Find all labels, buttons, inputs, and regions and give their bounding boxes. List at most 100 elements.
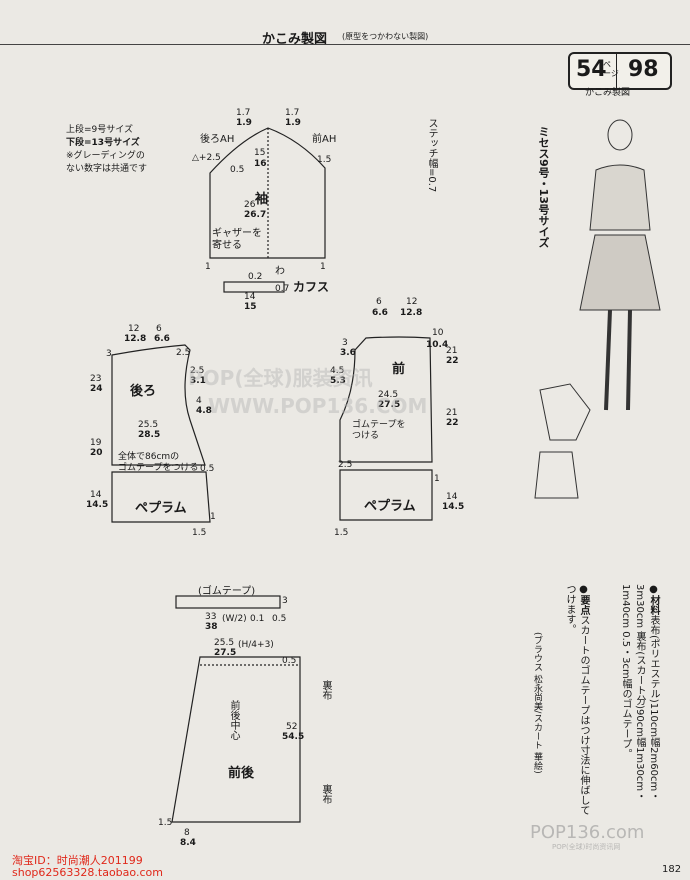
sleeve-label: 袖: [255, 192, 269, 207]
back-dim: 4.8: [196, 406, 212, 416]
back-dim: 28.5: [138, 430, 161, 440]
back-dim: 3.1: [190, 376, 206, 386]
front-dim: 14.5: [442, 502, 465, 512]
sleeve-dim: 16: [254, 159, 267, 169]
materials-block: ●材料表布(ポリエステル)110cm幅2m60cm・3m30cm 裏布(スカート…: [618, 584, 660, 820]
skirt-dim: 0.5: [272, 614, 287, 624]
skirt-label: 前後: [228, 766, 255, 781]
elastic-strip-outline: [175, 595, 281, 609]
front-dim: 22: [446, 418, 459, 428]
sleeve-dim: 15: [254, 148, 266, 158]
back-dim: 14.5: [86, 500, 109, 510]
size-note: ミセス9号・13号サイズ: [537, 126, 550, 248]
cuff-dim: 0.7: [275, 284, 290, 294]
flat-skirt: [534, 451, 579, 499]
front-dim: 3.6: [340, 348, 356, 358]
back-dim: 0.5: [200, 464, 215, 474]
badge-left-number: 54: [576, 57, 607, 82]
materials-text: 表布(ポリエステル)110cm幅2m60cm・3m30cm 裏布(スカート分)9…: [620, 584, 659, 802]
cuff-outline: [223, 281, 285, 293]
back-peplum-outline: [111, 471, 211, 523]
header-rule: [0, 44, 690, 45]
back-dim: 2.5: [176, 348, 191, 358]
front-bodice-label: 前: [392, 362, 406, 377]
skirt-dim: (W/2): [222, 614, 247, 624]
sleeve-dim: 1.9: [236, 118, 252, 128]
stitch-note: ステッチ幅=0.7: [426, 118, 437, 193]
back-dim: 6.6: [154, 334, 170, 344]
watermark-corner: POP136.com: [530, 822, 645, 843]
sleeve-dim: 1: [320, 262, 326, 272]
front-dim: 2.5: [338, 460, 353, 470]
shop-url: shop62563328.taobao.com: [12, 866, 163, 879]
front-dim: 24.5: [378, 390, 399, 400]
skirt-lining-label-1: 裏布: [320, 680, 331, 700]
back-dim: 25.5: [138, 420, 159, 430]
front-peplum-outline: [339, 469, 433, 521]
sleeve-dim: 1: [205, 262, 211, 272]
watermark-text: POP(全球)服装资讯: [188, 366, 373, 390]
front-dim: 10.4: [426, 340, 449, 350]
back-peplum-label: ペプラム: [135, 501, 187, 516]
gather-note: ギャザーを 寄せる: [212, 228, 262, 251]
skirt-dim: 0.5: [282, 656, 297, 666]
page-subtitle: (原型をつかわない製図): [342, 32, 429, 41]
skirt-dim: 8: [184, 828, 190, 838]
back-dim: 1: [210, 512, 216, 522]
back-dim: 19: [90, 438, 102, 448]
figure-skirt: [579, 234, 661, 311]
back-bodice-outline: [111, 344, 206, 466]
materials-title: ●材料: [648, 584, 659, 615]
back-dim: 14: [90, 490, 102, 500]
front-dim: 6.6: [372, 308, 388, 318]
skirt-dim: 1.5: [158, 818, 173, 828]
front-dim: 12: [406, 297, 418, 307]
front-dim: 3: [342, 338, 348, 348]
legend-line-2: 下段=13号サイズ: [66, 138, 140, 148]
fold-mark: わ: [275, 266, 285, 277]
points-title: ●要点: [578, 584, 589, 615]
back-dim: 24: [90, 384, 103, 394]
page-title: かこみ製図: [262, 32, 328, 47]
elastic-tape-label: (ゴムテープ): [198, 586, 256, 597]
sleeve-dim: △+2.5: [192, 153, 221, 163]
cuff-dim: 14: [244, 292, 256, 302]
badge-caption: かこみ製図: [585, 88, 631, 98]
back-dim: 20: [90, 448, 103, 458]
legend-line-4: ない数字は共通です: [66, 164, 148, 174]
page-number: 182: [662, 864, 682, 875]
legend-line-3: ※グレーディングの: [66, 151, 145, 161]
cuff-dim: 0.2: [248, 272, 263, 282]
watermark-corner-sub: POP(全球)时尚资讯网: [552, 843, 621, 851]
credit-note: (ブラウス 松永尚美/スカート 華絵): [532, 632, 542, 774]
sleeve-dim: 26: [244, 200, 256, 210]
sleeve-dim: 0.5: [230, 165, 245, 175]
back-dim: 3: [106, 349, 112, 359]
sleeve-outline: [209, 127, 326, 259]
sleeve-dim: 26.7: [244, 210, 267, 220]
sleeve-dim: 1.7: [285, 108, 300, 118]
front-dim: 1: [434, 474, 440, 484]
front-dim: 6: [376, 297, 382, 307]
skirt-dim: (H/4+3): [238, 640, 274, 650]
skirt-lining-label-2: 裏布: [320, 784, 331, 804]
front-armhole-label: 前AH: [312, 134, 337, 145]
figure-leg-right: [626, 309, 632, 411]
points-text: スカートのゴムテープはつけ寸法に伸ばしてつけます。: [564, 584, 589, 815]
front-dim: 10: [432, 328, 444, 338]
front-elastic-note: ゴムテープを つける: [352, 420, 406, 441]
back-dim: 23: [90, 374, 102, 384]
skirt-dim: 25.5: [214, 638, 235, 648]
back-elastic-note: 全体で86cmの ゴムテープをつける: [118, 452, 199, 473]
back-dim: 12.8: [124, 334, 147, 344]
skirt-dim: 38: [205, 622, 218, 632]
front-dim: 27.5: [378, 400, 401, 410]
back-dim: 1.5: [192, 528, 207, 538]
skirt-dim: 3: [282, 596, 288, 606]
shop-id: 淘宝ID：时尚潮人201199: [12, 854, 143, 867]
cuff-dim: 15: [244, 302, 257, 312]
back-dim: 12: [128, 324, 140, 334]
figure-leg-left: [604, 309, 612, 411]
front-dim: 14: [446, 492, 458, 502]
front-dim: 12.8: [400, 308, 423, 318]
